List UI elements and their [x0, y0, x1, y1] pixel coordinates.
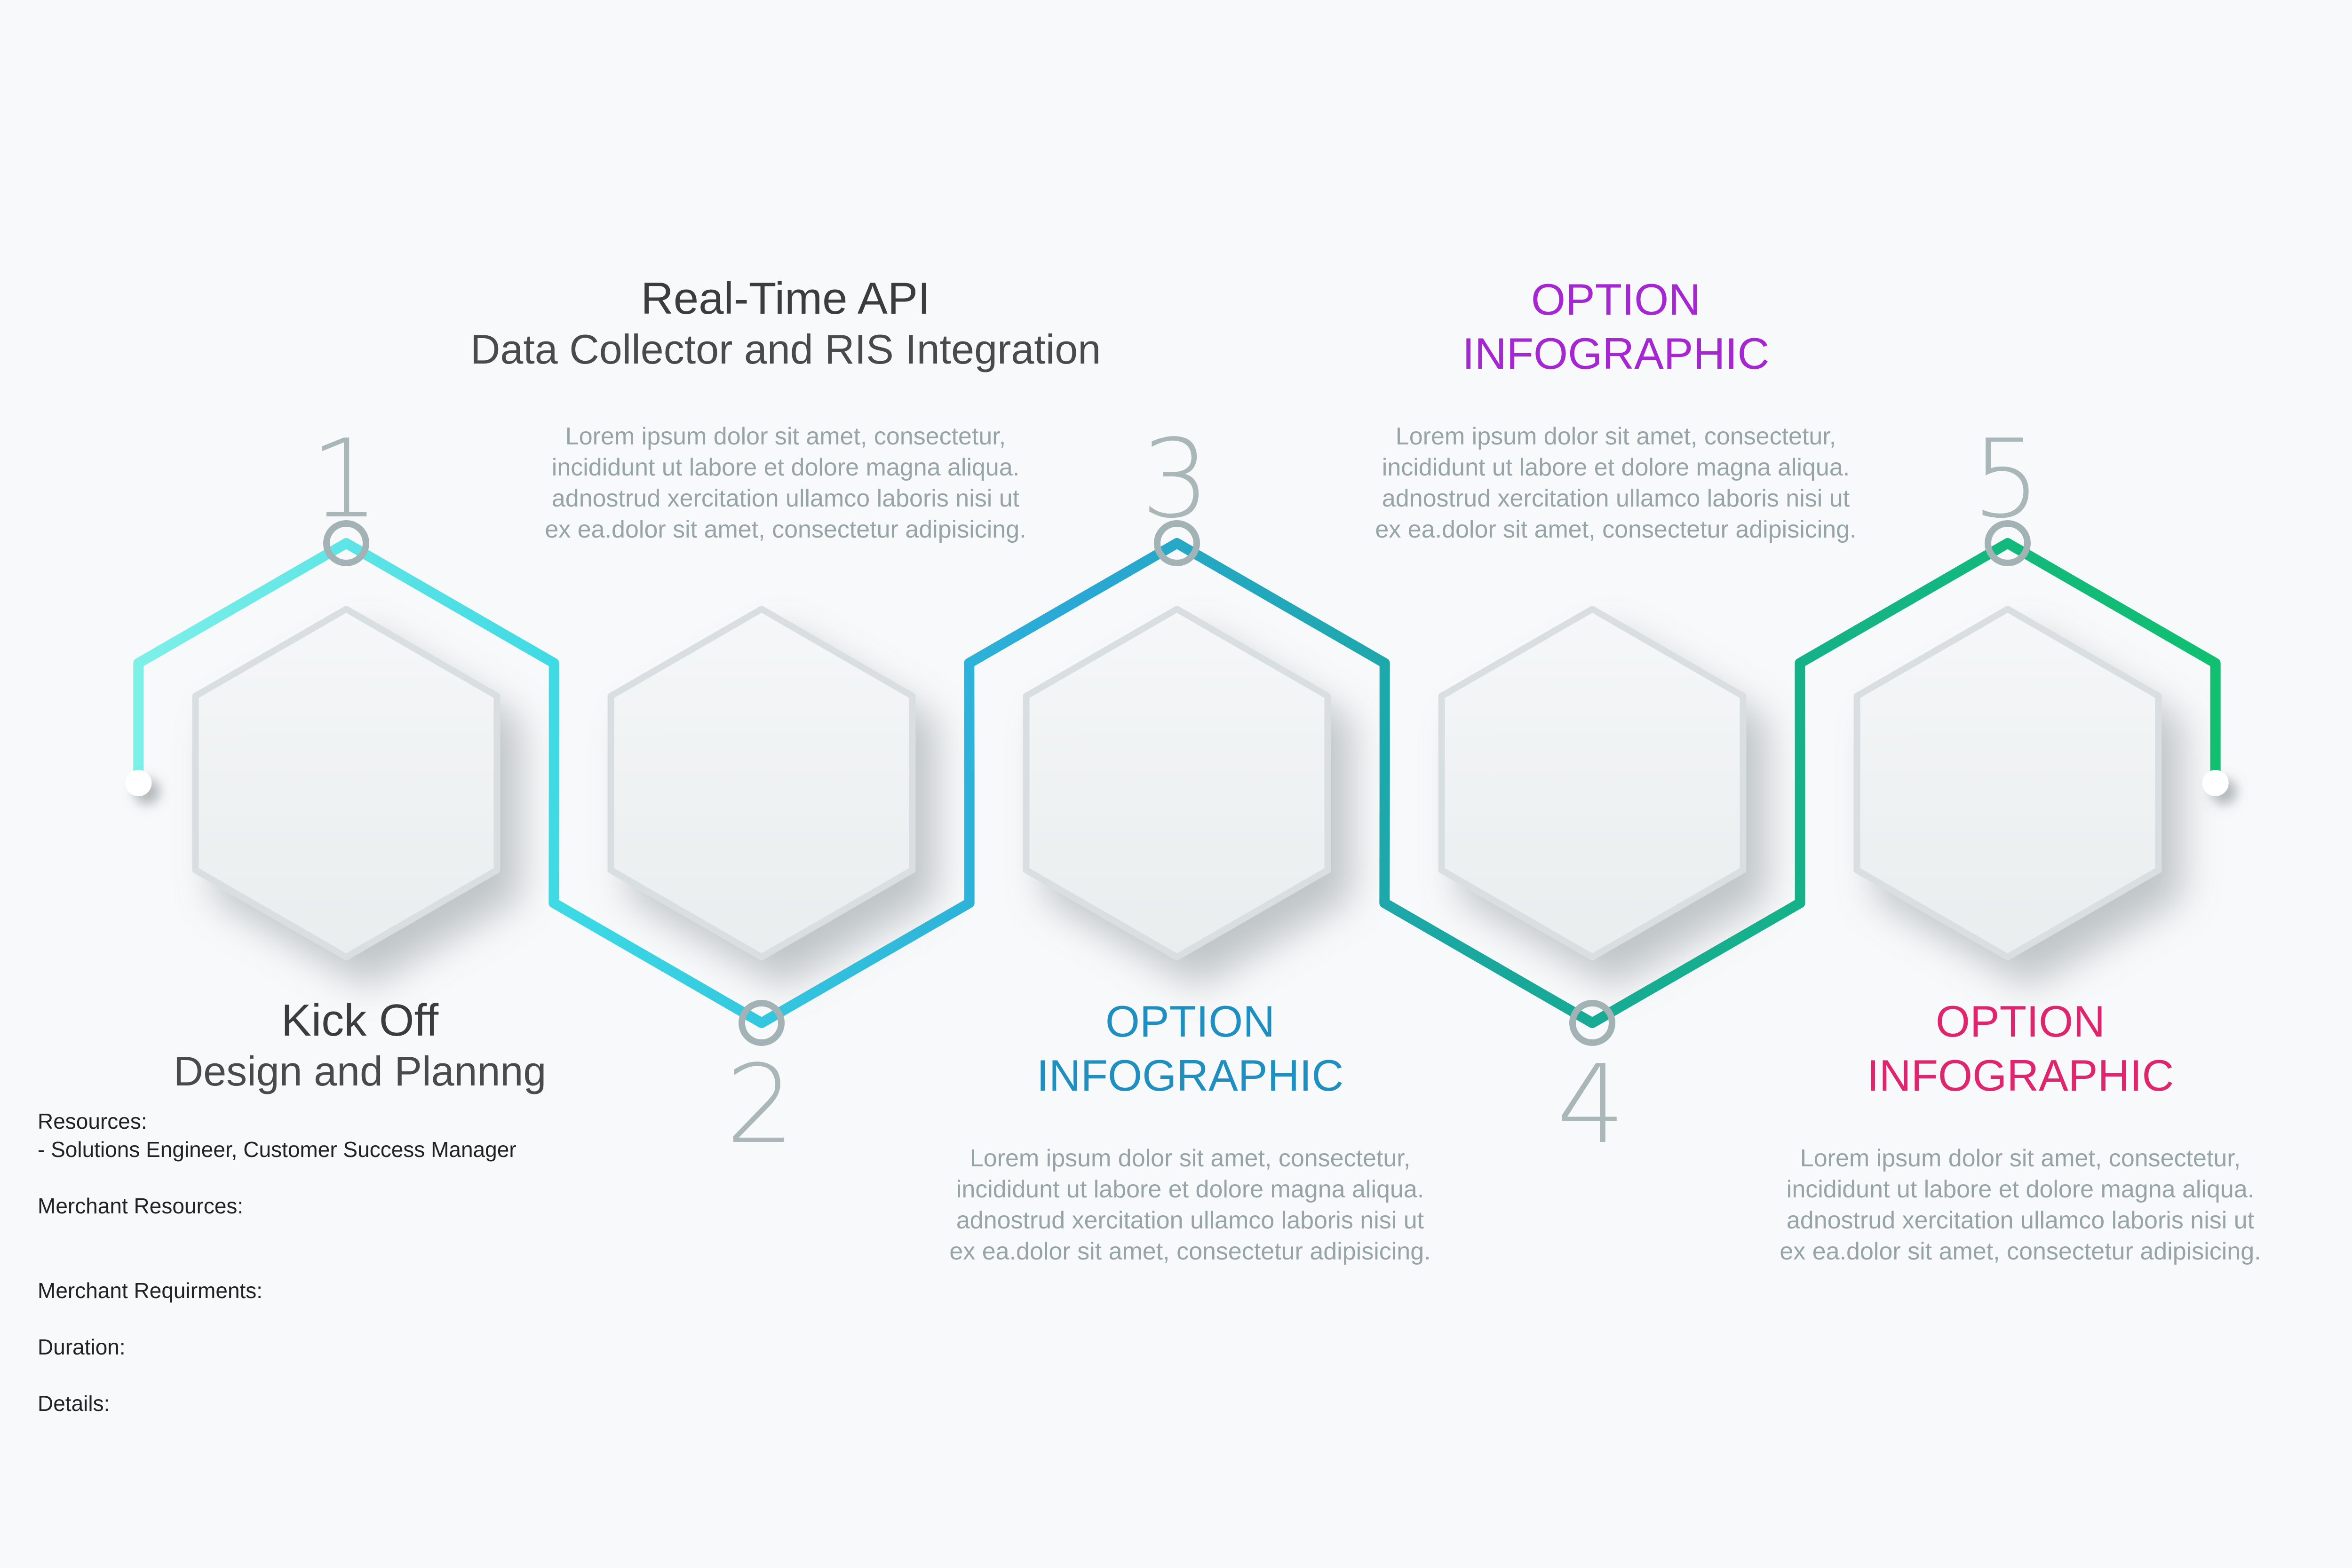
hexagon-tile-2: [607, 606, 916, 960]
description-line: adnostrud xercitation ullamco laboris ni…: [551, 485, 1020, 513]
step-3-title: OPTION: [1105, 997, 1275, 1046]
description-line: Lorem ipsum dolor sit amet, consectetur,: [1800, 1145, 2241, 1172]
step-5-subtitle: INFOGRAPHIC: [1867, 1050, 2174, 1100]
step-4-subtitle: INFOGRAPHIC: [1462, 328, 1770, 378]
step-2-subtitle: Data Collector and RIS Integration: [470, 326, 1101, 373]
step-marker-ring-2: [739, 1000, 785, 1046]
step-3-subtitle: INFOGRAPHIC: [1036, 1050, 1344, 1100]
description-line: adnostrud xercitation ullamco laboris ni…: [956, 1207, 1424, 1235]
description-line: Lorem ipsum dolor sit amet, consectetur,: [565, 423, 1006, 450]
step-number-3: 3: [1141, 417, 1210, 542]
resources-label: Resources:: [38, 1109, 147, 1133]
description-line: incididunt ut labore et dolore magna ali…: [551, 454, 1020, 482]
step-4-description: Lorem ipsum dolor sit amet, consectetur,…: [1310, 421, 1922, 545]
step-3-description: Lorem ipsum dolor sit amet, consectetur,…: [884, 1143, 1496, 1267]
step-5-title: OPTION: [1935, 997, 2106, 1046]
description-line: ex ea.dolor sit amet, consectetur adipis…: [949, 1238, 1431, 1266]
step-2-title: Real-Time API: [641, 273, 930, 324]
step-4-heading: OPTION INFOGRAPHIC: [1381, 273, 1851, 380]
merchant-requirements-label: Merchant Requirments:: [38, 1278, 263, 1303]
step-marker-ring-3: [1154, 520, 1200, 566]
step-2-description: Lorem ipsum dolor sit amet, consectetur,…: [480, 421, 1091, 545]
description-line: Lorem ipsum dolor sit amet, consectetur,: [969, 1145, 1411, 1172]
step-1-heading: Kick Off Design and Plannng: [94, 995, 626, 1096]
step-1-title: Kick Off: [281, 995, 439, 1045]
step-5-description: Lorem ipsum dolor sit amet, consectetur,…: [1715, 1143, 2326, 1267]
end-dot: [2202, 770, 2229, 796]
step-number-4: 4: [1556, 1042, 1626, 1168]
description-line: incididunt ut labore et dolore magna ali…: [1382, 454, 1850, 482]
step-5-heading: OPTION INFOGRAPHIC: [1785, 995, 2256, 1102]
merchant-resources-label: Merchant Resources:: [38, 1194, 244, 1218]
step-3-heading: OPTION INFOGRAPHIC: [955, 995, 1425, 1102]
description-line: adnostrud xercitation ullamco laboris ni…: [1382, 485, 1850, 513]
step-marker-ring-5: [1985, 520, 2031, 566]
description-line: Lorem ipsum dolor sit amet, consectetur,: [1395, 423, 1836, 450]
step-marker-ring-4: [1569, 1000, 1615, 1046]
description-line: ex ea.dolor sit amet, consectetur adipis…: [1375, 516, 1857, 544]
step-marker-ring-1: [323, 520, 369, 566]
duration-label: Duration:: [38, 1335, 126, 1359]
step-number-1: 1: [310, 417, 380, 542]
connector-line: [133, 538, 2221, 1028]
description-line: incididunt ut labore et dolore magna ali…: [956, 1176, 1424, 1204]
start-dot: [125, 770, 152, 796]
resources-value: - Solutions Engineer, Customer Success M…: [38, 1137, 516, 1162]
description-line: adnostrud xercitation ullamco laboris ni…: [1786, 1207, 2255, 1235]
hexagon-tile-3: [1023, 606, 1331, 960]
step-number-5: 5: [1971, 417, 2041, 542]
step-number-2: 2: [725, 1042, 795, 1168]
step-2-heading: Real-Time API Data Collector and RIS Int…: [442, 273, 1129, 374]
step-4-title: OPTION: [1531, 275, 1701, 324]
details-label: Details:: [38, 1391, 110, 1416]
hexagon-tile-5: [1853, 606, 2162, 960]
description-line: ex ea.dolor sit amet, consectetur adipis…: [545, 516, 1026, 544]
hexagon-tile-1: [192, 606, 501, 960]
hexagon-tile-4: [1438, 606, 1747, 960]
step-1-subtitle: Design and Plannng: [173, 1048, 547, 1095]
description-line: incididunt ut labore et dolore magna ali…: [1786, 1176, 2255, 1204]
description-line: ex ea.dolor sit amet, consectetur adipis…: [1780, 1238, 2261, 1266]
